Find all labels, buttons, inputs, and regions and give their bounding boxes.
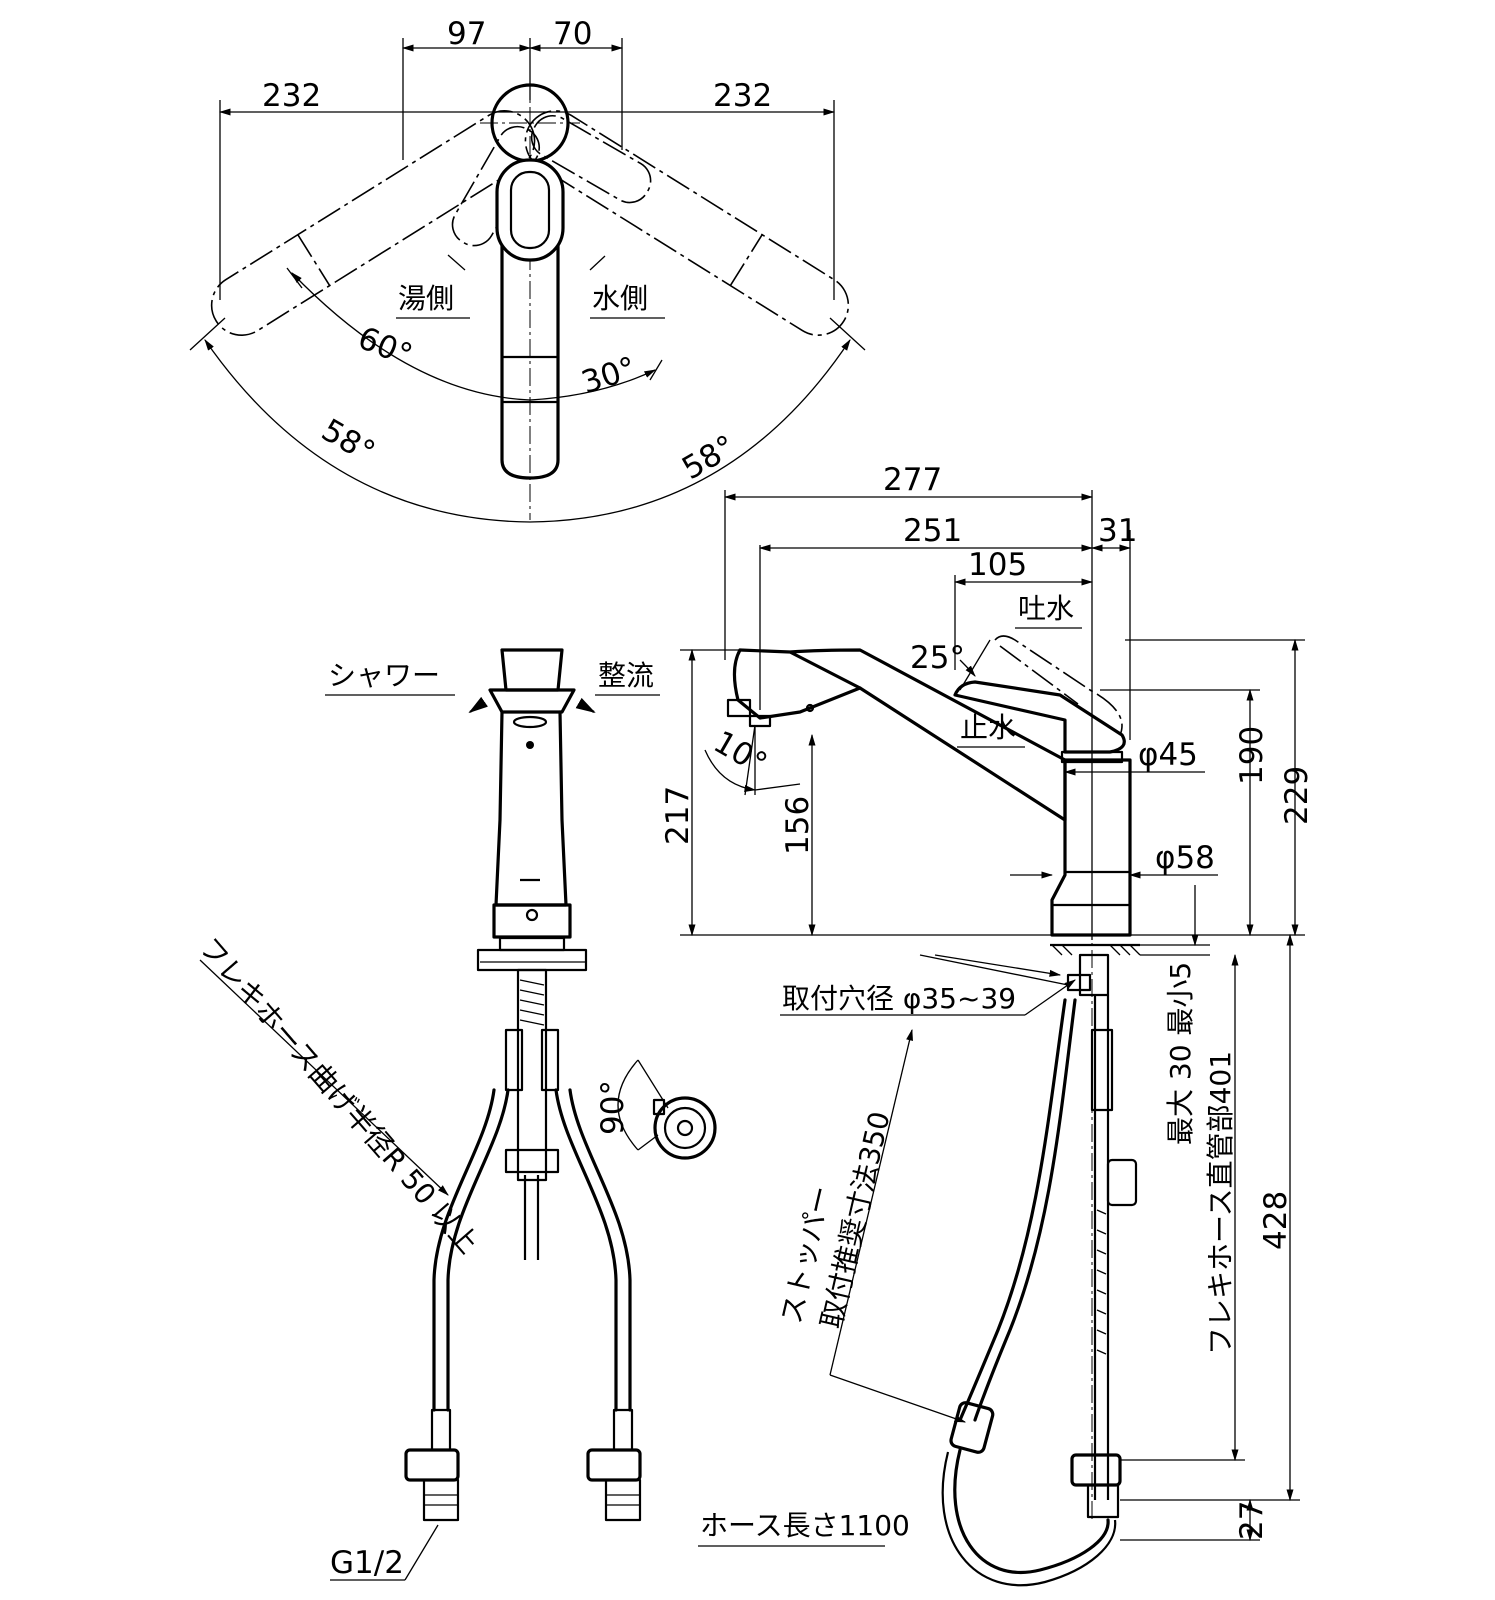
dia-45: φ45 <box>1138 737 1198 773</box>
mount-hole-label: 取付穴径 φ35~39 <box>782 982 1016 1015</box>
dim-31: 31 <box>1098 513 1137 549</box>
side-view: 277 251 31 105 吐水 25° 止水 φ45 <box>660 462 1315 1587</box>
angle-25: 25° <box>910 640 965 676</box>
stop-water-label: 止水 <box>960 711 1016 744</box>
hose-length-label: ホース長さ1100 <box>700 1509 910 1542</box>
shower-label: シャワー <box>328 659 440 692</box>
angle-60: 60° <box>353 320 417 374</box>
bend-radius-label: フレキホース曲げ半径R 50 以上 <box>193 931 485 1260</box>
angle-10: 10° <box>707 724 773 783</box>
valve-rotation-detail: 90° <box>595 1059 717 1160</box>
cold-side-label: 水側 <box>592 282 648 315</box>
top-view: 97 70 232 232 <box>189 16 866 523</box>
dim-156: 156 <box>780 796 816 855</box>
dia-58: φ58 <box>1155 840 1215 876</box>
dim-27: 27 <box>1234 1501 1270 1540</box>
hot-side-label: 湯側 <box>398 282 454 315</box>
dim-105: 105 <box>968 547 1027 583</box>
fitting-right <box>586 1408 642 1522</box>
dim-251: 251 <box>903 513 962 549</box>
dim-229: 229 <box>1279 766 1315 825</box>
dim-232-right: 232 <box>713 78 772 114</box>
angle-90: 90° <box>595 1080 631 1135</box>
dim-232-left: 232 <box>262 78 321 114</box>
thickness-range: 最大 30 最小5 <box>1164 962 1197 1145</box>
dim-217: 217 <box>660 786 696 845</box>
flex-hose-straight: フレキホース直管部401 <box>1204 1051 1237 1355</box>
fitting-left <box>404 1408 460 1522</box>
dim-277: 277 <box>883 462 942 498</box>
angle-58-right: 58° <box>676 428 742 487</box>
dim-97: 97 <box>447 16 486 52</box>
dim-190: 190 <box>1234 726 1270 785</box>
dim-428: 428 <box>1258 1191 1294 1250</box>
straight-flow-label: 整流 <box>598 659 654 692</box>
angle-58-left: 58° <box>315 412 381 471</box>
dim-70: 70 <box>553 16 592 52</box>
angle-30: 30° <box>577 350 640 401</box>
spout-water-label: 吐水 <box>1018 592 1074 625</box>
thread-label: G1/2 <box>330 1545 404 1581</box>
front-view: G1/2 シャワー 整流 フレキホース曲げ半径R 50 以上 90° <box>193 648 717 1581</box>
